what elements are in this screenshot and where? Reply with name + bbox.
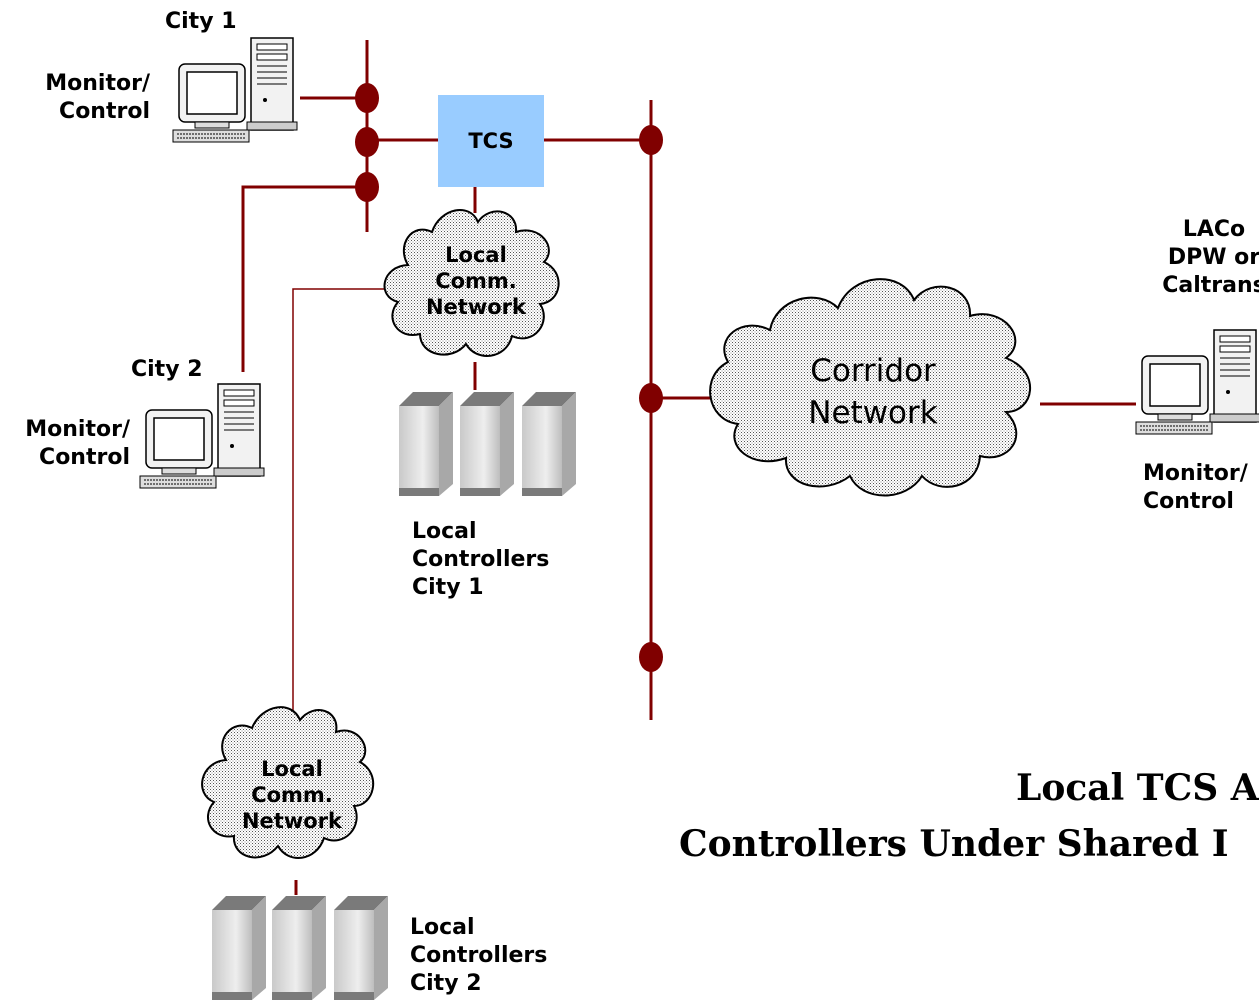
tcs-box: TCS xyxy=(438,95,544,187)
node-tcs-right xyxy=(639,125,663,155)
city2-local-network-link xyxy=(292,288,392,725)
city2-workstation-link xyxy=(241,185,367,372)
diagram-title-line1: Local TCS A xyxy=(1016,767,1259,809)
cabinet-icon xyxy=(272,896,326,1000)
cabinet-icon xyxy=(334,896,388,1000)
city2-controllers-label: Local Controllers City 2 xyxy=(410,915,548,996)
tcs-label: TCS xyxy=(468,129,514,153)
computer-icon-city1 xyxy=(172,37,298,143)
node-city2 xyxy=(355,172,379,202)
diagram-title-line2: Controllers Under Shared I xyxy=(679,823,1229,865)
regional-workstation-label: Monitor/ Control xyxy=(1143,461,1248,514)
cabinet-icon xyxy=(460,392,514,496)
local-network-label-city1: Local Comm. Network xyxy=(425,243,526,319)
regional-agency-label: LACo DPW or Caltrans xyxy=(1162,217,1259,298)
corridor-network-label: Corridor Network xyxy=(808,353,938,431)
node-corridor xyxy=(639,383,663,413)
local-network-cloud-city1 xyxy=(383,209,560,357)
city1-workstation-label: Monitor/ Control xyxy=(45,71,150,124)
connection-nodes xyxy=(355,83,663,672)
controller-cabinets-city2 xyxy=(212,896,388,1000)
node-tcs-left xyxy=(355,127,379,157)
computer-icon-city2 xyxy=(139,383,265,489)
corridor-network-cloud xyxy=(709,278,1032,497)
cabinet-icon xyxy=(212,896,266,1000)
controller-cabinets-city1 xyxy=(399,392,576,496)
network-links xyxy=(241,40,1136,895)
computer-icon-regional xyxy=(1135,329,1259,435)
local-network-label-city2: Local Comm. Network xyxy=(241,757,342,833)
city1-name: City 1 xyxy=(165,9,237,34)
city2-workstation-label: Monitor/ Control xyxy=(25,417,130,470)
cabinet-icon xyxy=(522,392,576,496)
node-city1-workstation xyxy=(355,83,379,113)
city1-controllers-label: Local Controllers City 1 xyxy=(412,519,550,600)
local-network-cloud-city2 xyxy=(201,706,375,859)
cabinet-icon xyxy=(399,392,453,496)
city2-name: City 2 xyxy=(131,357,203,382)
node-spare xyxy=(639,642,663,672)
